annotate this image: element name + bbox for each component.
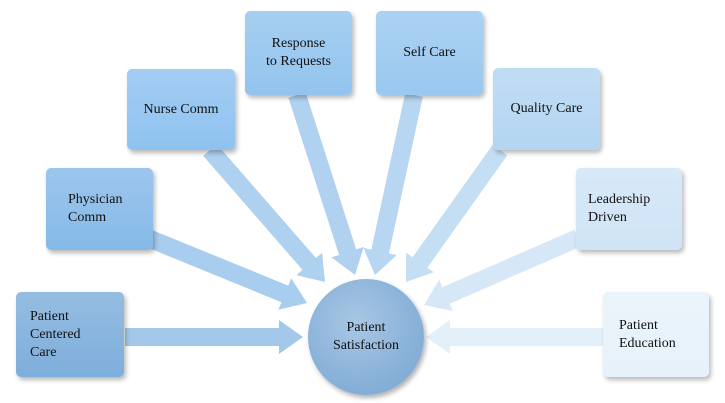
- response-to-requests-box: Response to Requests: [245, 11, 352, 95]
- patient-education-label: Patient Education: [619, 317, 676, 351]
- nurse-comm-label: Nurse Comm: [143, 101, 219, 117]
- arrows-layer: [125, 92, 603, 354]
- physician-comm-label: Physician Comm: [68, 192, 123, 225]
- quality-care-arrow: [406, 144, 508, 282]
- nurse-comm-box: Nurse Comm: [127, 69, 235, 150]
- response-to-requests-label: Response to Requests: [266, 36, 331, 69]
- patient-centered-care-box: Patient Centered Care: [16, 292, 124, 377]
- physician-comm-box: Physician Comm: [46, 168, 153, 250]
- physician-comm-arrow: [144, 229, 307, 310]
- quality-care-label: Quality Care: [510, 101, 583, 116]
- patient-education-box: Patient Education: [603, 292, 709, 377]
- self-care-box: Self Care: [376, 11, 483, 95]
- leadership-driven-arrow: [424, 229, 582, 311]
- leadership-driven-label: Leadership Driven: [588, 192, 651, 225]
- response-to-requests-arrow: [288, 92, 364, 275]
- nurse-comm-arrow: [203, 144, 325, 282]
- self-care-arrow: [363, 93, 423, 275]
- leadership-driven-box: Leadership Driven: [576, 168, 682, 250]
- patient-education-arrow: [426, 320, 603, 354]
- patient-satisfaction-label: Patient Satisfaction: [332, 320, 400, 353]
- patient-satisfaction-node: Patient Satisfaction: [308, 279, 424, 395]
- self-care-label: Self Care: [403, 45, 456, 60]
- patient-centered-care-arrow: [125, 320, 303, 354]
- quality-care-box: Quality Care: [493, 68, 600, 150]
- patient-centered-care-label: Patient Centered Care: [30, 308, 81, 360]
